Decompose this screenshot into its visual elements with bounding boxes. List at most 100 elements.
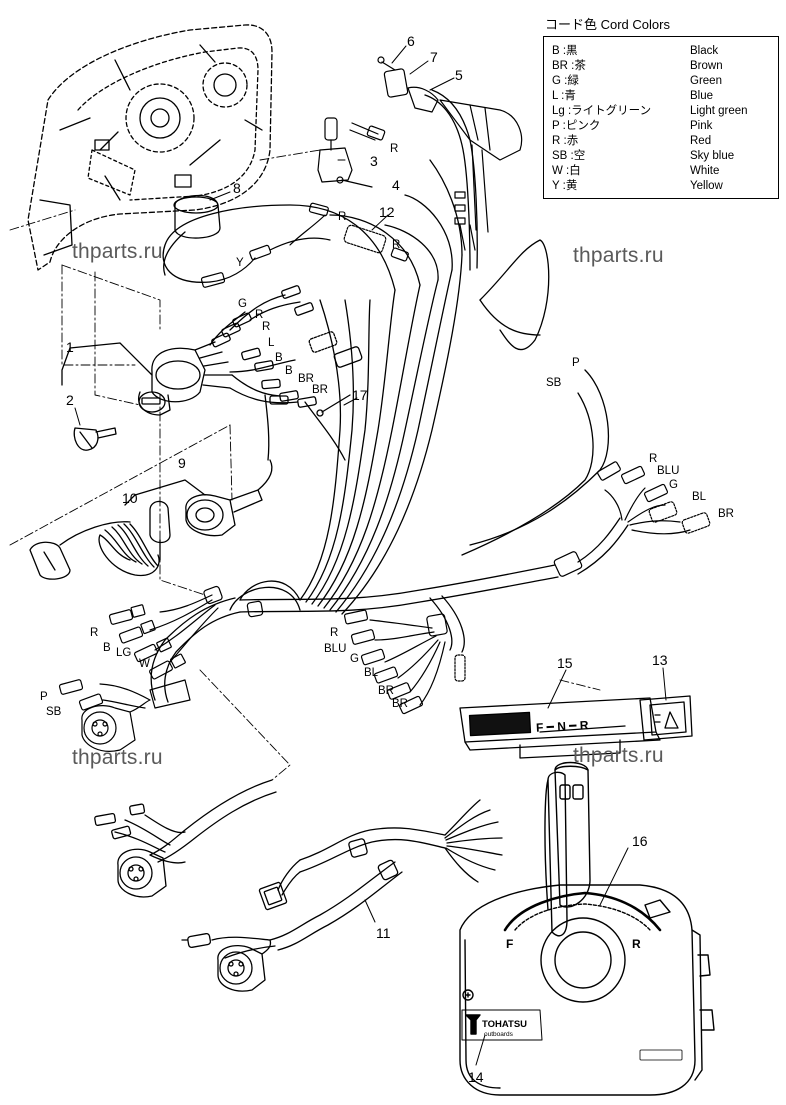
legend-color-name: White [690,165,720,177]
callout-6: 6 [407,33,415,49]
wire-label: BR [392,698,408,710]
callout-14: 14 [468,1069,484,1085]
lanyard-switch-top [377,56,523,251]
callout-13: 13 [652,652,668,668]
wire-label: R [255,309,263,321]
wire-label: G [669,479,678,491]
legend-color-name: Sky blue [690,150,735,162]
wire-label: SB [46,706,62,718]
wire-label: R [390,143,398,155]
legend-code: R :赤 [552,135,579,147]
guide-lines [9,149,601,781]
callout-4: 4 [392,177,400,193]
callout-17: 17 [352,387,368,403]
legend-row: BR :茶 Brown [552,59,776,74]
lever-brand-sub: outboards [484,1031,514,1038]
wire-label: R [392,239,400,251]
callout-16: 16 [632,833,648,849]
wire-label: R [649,453,657,465]
harness-middle-fork [343,609,466,715]
wire-label: LG [116,647,131,659]
legend-code: W :白 [552,165,581,177]
wire-label: BL [692,491,707,503]
wire-label: R [90,627,98,639]
legend-color-name: Pink [690,120,713,132]
harness-right-fork [553,461,711,577]
legend-code: P :ピンク [552,120,601,132]
wire-label: B [275,352,283,364]
callout-1: 1 [66,339,74,355]
wire-label: SB [546,377,562,389]
wire-label: B [285,365,293,377]
legend-code: B :黒 [552,45,578,57]
callout-10: 10 [122,490,138,506]
wire-label: BR [312,384,328,396]
wire-label: L [268,337,275,349]
wire-label: P [572,357,580,369]
wire-label: R [262,321,270,333]
legend-row: Lg :ライトグリーン Light green [552,104,776,119]
legend-row: B :黒 Black [552,44,776,59]
lever-reverse-mark: R [632,937,641,951]
wire-label: G [238,298,247,310]
lever-brand: TOHATSU [482,1019,527,1030]
callout-9: 9 [178,455,186,471]
legend-color-name: Red [690,135,712,147]
legend-title: コード色 Cord Colors [545,17,670,32]
legend-color-name: Light green [690,105,748,117]
decal-part-15 [459,697,661,759]
callout-11: 11 [376,925,391,941]
wire-label: R [330,627,338,639]
ignition-switch-assembly [61,285,363,461]
legend-color-name: Black [690,45,719,57]
callout-7: 7 [430,49,438,65]
buzzer-part-8 [163,194,221,276]
legend-code: Y :黄 [552,180,578,192]
wire-label: BR [718,508,734,520]
lower-left-harness [94,779,277,898]
legend-code: BR :茶 [552,60,586,72]
legend-row: Y :黄 Yellow [552,179,776,194]
decal-letters: F ━ N ━ R [536,718,589,735]
stop-switch-lanyard [29,459,273,580]
callout-2: 2 [66,392,74,408]
wire-label: BR [378,685,394,697]
wire-label: BLU [657,465,679,477]
wire-label: R [338,211,346,223]
remote-control-box [459,761,715,1096]
callout-3: 3 [370,153,378,169]
wire-label: BR [298,373,314,385]
wire-label: BLU [324,643,346,655]
legend-code: L :青 [552,90,576,102]
wire-label: BL [364,667,379,679]
callout-numbers: 1 2 3 4 5 6 7 8 9 10 11 12 13 14 15 16 1… [66,33,668,1085]
lever-forward-mark: F [506,937,513,951]
legend-color-name: Brown [690,60,723,72]
legend-row: L :青 Blue [552,89,776,104]
watermark: thparts.ru [573,244,664,267]
legend-code: G :緑 [552,75,579,87]
wire-label: B [103,642,111,654]
watermark: thparts.ru [72,240,163,263]
harness-branch-left [58,585,264,752]
indicator-part-13 [639,695,693,741]
wire-label: Y [236,257,244,269]
harness-part-11 [181,799,503,992]
legend-code: SB :空 [552,150,586,162]
legend-color-name: Yellow [690,180,723,192]
wire-color-labels: R R R Y G R R L B B BR BR P SB R BLU G B… [40,143,734,718]
top-connector-cluster [200,117,409,288]
watermark: thparts.ru [573,744,664,767]
legend-row: W :白 White [552,164,776,179]
watermark: thparts.ru [72,746,163,769]
legend-row: G :緑 Green [552,74,776,89]
callout-15: 15 [557,655,573,671]
legend-row: R :赤 Red [552,134,776,149]
wire-label: G [350,653,359,665]
callout-12: 12 [379,204,395,220]
callout-5: 5 [455,67,463,83]
engine-cover-drawing [27,24,273,271]
decal-and-lever-text: F ━ N ━ R F R TOHATSU outboards [482,718,641,1038]
legend-color-name: Blue [690,90,714,102]
